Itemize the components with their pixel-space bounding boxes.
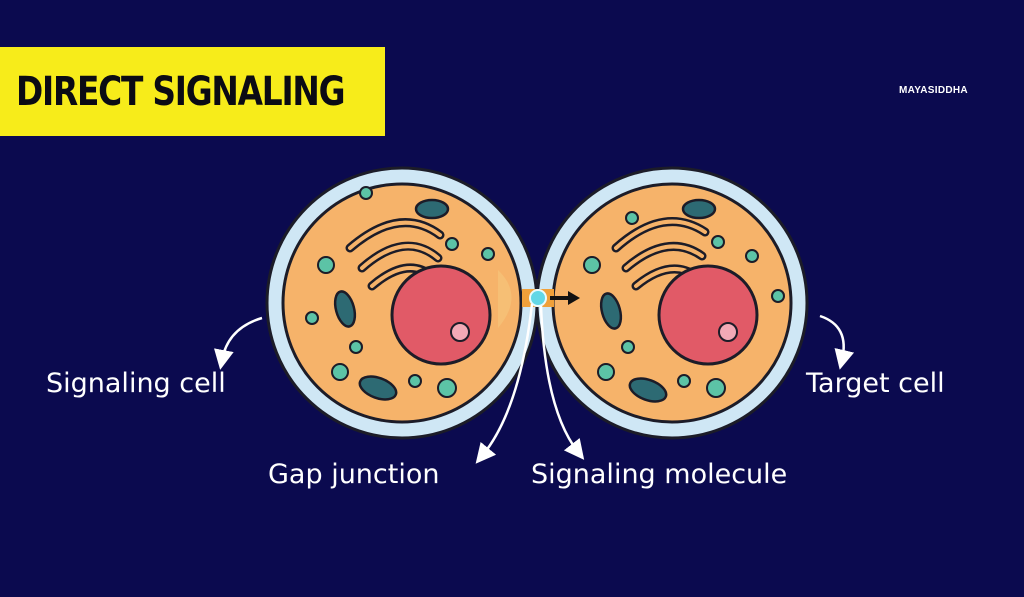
target-cell [535,166,809,440]
signaling-molecule-label: Signaling molecule [531,459,788,490]
title-banner: DIRECT SIGNALING [0,47,385,136]
signaling-molecule [522,289,554,307]
gap-junction-pointer [475,303,534,464]
target-cell-pointer [819,314,855,370]
nucleus-right [657,264,759,366]
signaling-cell-label: Signaling cell [46,368,226,399]
signaling-cell-pointer [214,316,263,370]
brand-watermark: MAYASIDDHA [899,85,968,96]
direction-arrow [550,291,580,305]
nucleus-left [390,264,492,366]
page-title: DIRECT SIGNALING [16,68,346,115]
signaling-molecule-pointer [539,305,585,460]
nucleolus-right [718,322,738,342]
target-cell-label: Target cell [806,368,945,399]
nucleolus-left [450,322,470,342]
gap-junction-label: Gap junction [268,459,440,490]
signaling-cell [265,166,539,440]
